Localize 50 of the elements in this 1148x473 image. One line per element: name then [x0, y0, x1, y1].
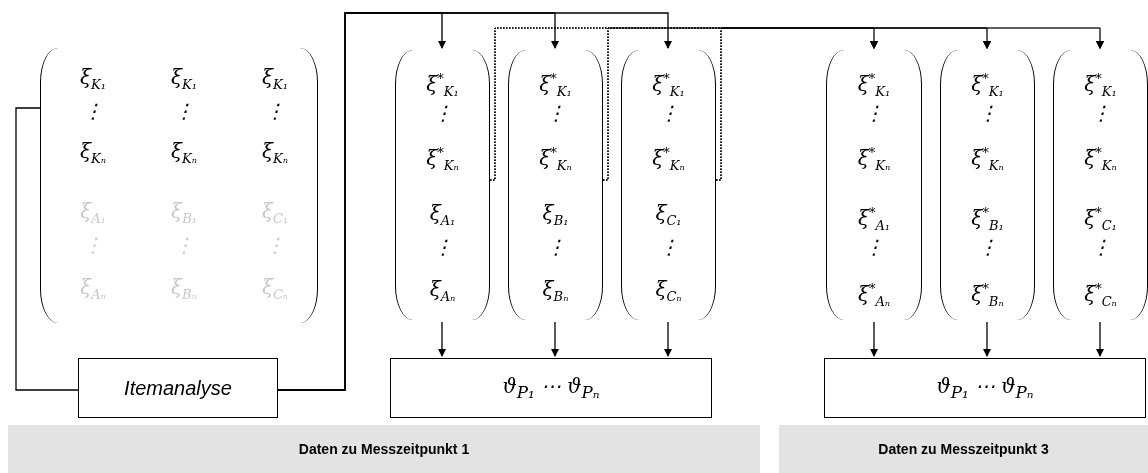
math-symbol: ⋮ [174, 232, 194, 258]
math-symbol: ⋮ [1090, 100, 1111, 126]
arrow [438, 321, 446, 357]
math-symbol: ⋮ [864, 100, 884, 126]
math-symbol: ⋮ [265, 98, 285, 124]
math-symbol: ⋮ [977, 100, 998, 126]
math-symbol: ⋮ [432, 100, 453, 126]
math-symbol: ξ$_{A₁}$ [429, 200, 456, 230]
math-symbol: ξ$_{C₁}$ [655, 200, 682, 230]
section-label: Daten zu Messzeitpunkt 3 [878, 441, 1049, 457]
math-symbol: ξ$_{Bₙ}$ [542, 276, 569, 306]
math-symbol: ξ$_{Kₙ}$ [80, 138, 106, 168]
process-box [824, 358, 1146, 418]
arrow [664, 321, 672, 357]
math-symbol: ⋮ [1090, 234, 1111, 260]
math-symbol: ⋮ [432, 234, 453, 260]
section-label: Daten zu Messzeitpunkt 1 [298, 441, 470, 457]
math-symbol: ξ$_{Cₙ}$ [655, 276, 682, 306]
math-symbol: ⋮ [545, 234, 566, 260]
math-symbol: ⋮ [545, 100, 566, 126]
math-symbol: ⋮ [174, 98, 194, 124]
math-symbol: ⋮ [864, 234, 884, 260]
arrow [1096, 321, 1104, 357]
process-box [78, 358, 278, 418]
math-symbol: ξ$_{Aₙ}$ [429, 276, 456, 306]
math-symbol: ξ$_{K₁}$ [171, 64, 197, 94]
math-symbol: ξ$_{Kₙ}$ [171, 138, 197, 168]
math-symbol: ⋮ [83, 232, 103, 258]
math-symbol: ⋮ [658, 100, 679, 126]
math-symbol: ⋮ [977, 234, 998, 260]
math-symbol: ⋮ [83, 98, 103, 124]
process-box [390, 358, 712, 418]
math-symbol: ξ$_{K₁}$ [262, 64, 288, 94]
math-symbol: ⋮ [658, 234, 679, 260]
math-symbol: ⋮ [265, 232, 285, 258]
section-band [8, 425, 760, 473]
arrow [983, 321, 991, 357]
connector-line [15, 107, 79, 391]
dotted-arrow [715, 27, 1104, 181]
arrow [870, 321, 878, 357]
dotted-arrow [602, 27, 1104, 181]
math-formula: ϑ$_{P₁}$ ⋯ ϑ$_{Pₙ}$ [502, 374, 600, 402]
math-symbol: ξ$_{B₁}$ [542, 200, 569, 230]
math-symbol: ξ$_{Kₙ}$ [262, 138, 288, 168]
math-symbol: ξ$_{K₁}$ [80, 64, 106, 94]
math-formula: ϑ$_{P₁}$ ⋯ ϑ$_{Pₙ}$ [936, 374, 1034, 402]
arrow [277, 12, 672, 391]
arrow [551, 321, 559, 357]
section-band [779, 425, 1148, 473]
box-label: Itemanalyse [124, 376, 232, 400]
